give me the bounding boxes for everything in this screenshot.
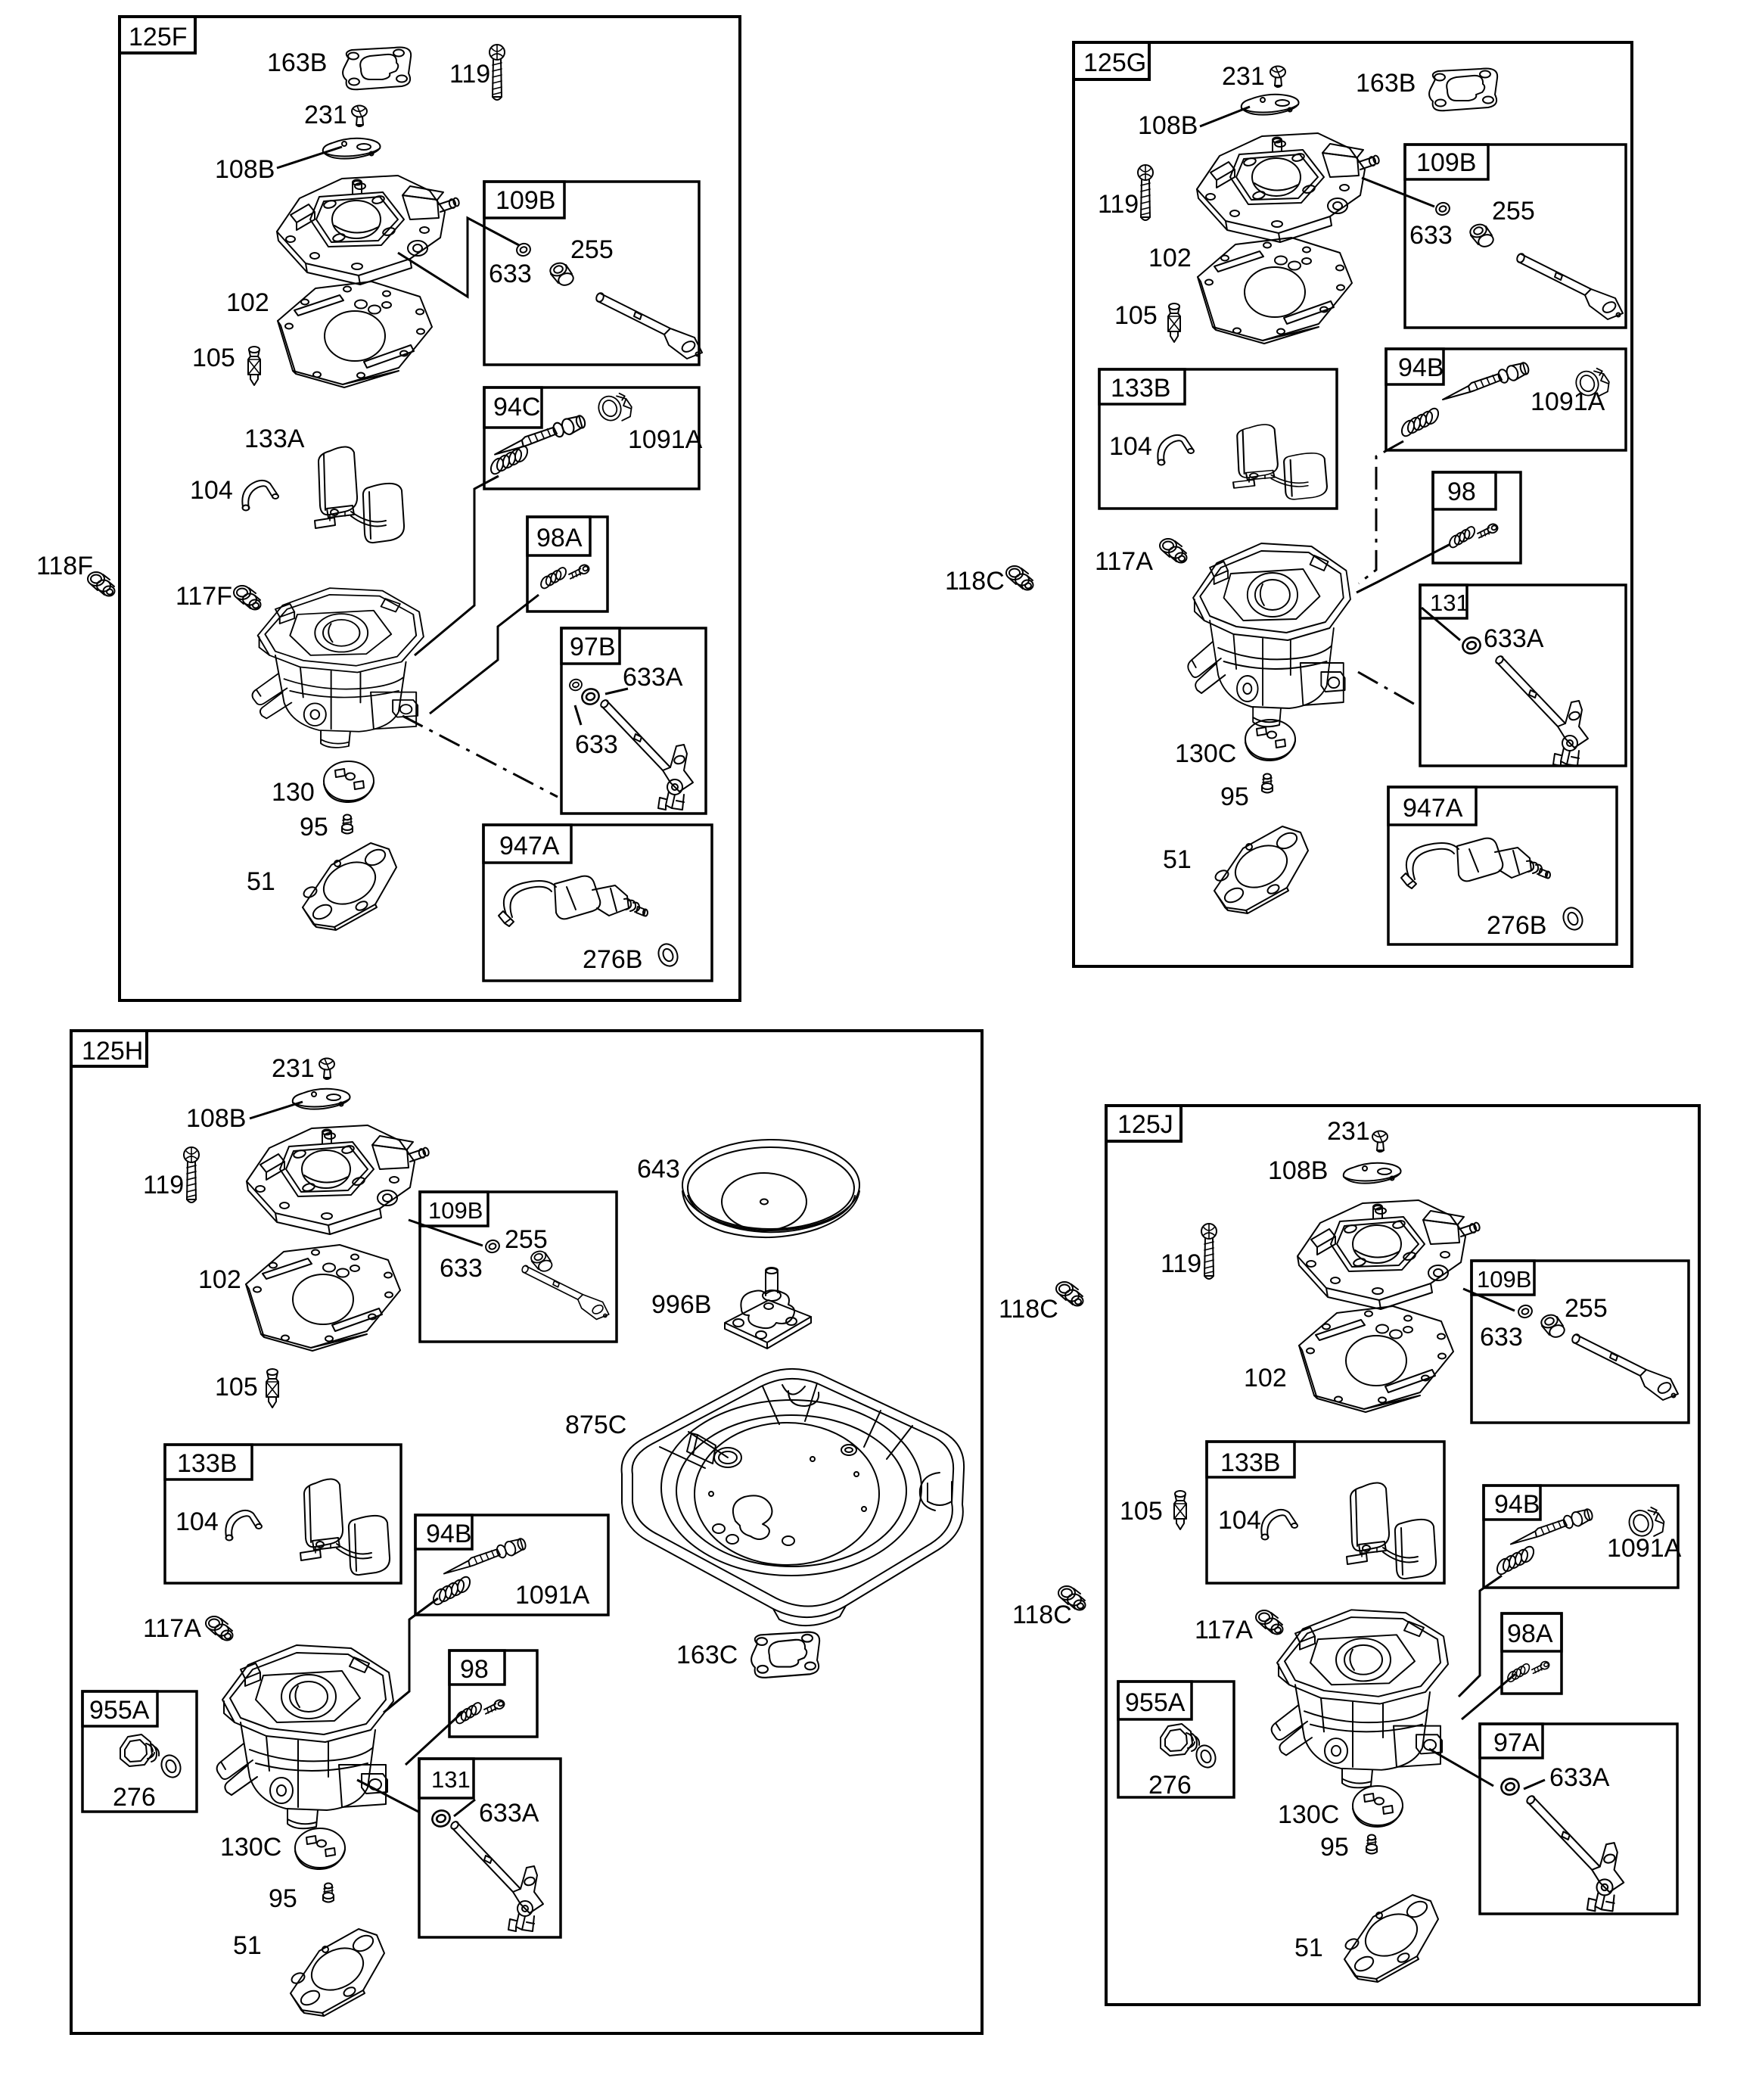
svg-text:95: 95 xyxy=(269,1884,297,1913)
svg-text:1091A: 1091A xyxy=(628,425,703,454)
svg-text:102: 102 xyxy=(1244,1364,1287,1392)
svg-text:131: 131 xyxy=(431,1766,471,1793)
svg-text:119: 119 xyxy=(143,1171,184,1199)
svg-text:231: 231 xyxy=(1222,62,1265,91)
svg-text:276B: 276B xyxy=(1487,911,1546,940)
svg-text:163B: 163B xyxy=(267,48,327,77)
svg-text:255: 255 xyxy=(505,1225,548,1254)
svg-text:119: 119 xyxy=(449,60,490,89)
svg-text:108B: 108B xyxy=(1138,111,1198,140)
svg-text:105: 105 xyxy=(192,344,235,372)
svg-text:118F: 118F xyxy=(36,552,93,580)
svg-text:109B: 109B xyxy=(496,186,555,215)
svg-text:104: 104 xyxy=(1109,432,1152,461)
svg-text:276: 276 xyxy=(113,1783,156,1812)
svg-text:633A: 633A xyxy=(479,1799,539,1828)
svg-text:102: 102 xyxy=(1148,244,1192,272)
svg-text:117A: 117A xyxy=(1195,1616,1253,1644)
svg-text:633: 633 xyxy=(489,260,532,288)
svg-text:133B: 133B xyxy=(1220,1448,1280,1477)
svg-text:231: 231 xyxy=(1327,1117,1370,1146)
svg-text:947A: 947A xyxy=(1403,794,1463,823)
svg-text:117F: 117F xyxy=(176,582,232,611)
svg-text:131: 131 xyxy=(1430,590,1469,616)
svg-text:1091A: 1091A xyxy=(1607,1534,1682,1563)
svg-text:117A: 117A xyxy=(1095,547,1153,576)
svg-text:231: 231 xyxy=(304,101,347,129)
svg-text:276B: 276B xyxy=(583,945,642,974)
svg-text:105: 105 xyxy=(215,1373,258,1402)
svg-text:98: 98 xyxy=(1447,478,1476,506)
svg-text:108B: 108B xyxy=(1268,1156,1328,1185)
svg-text:947A: 947A xyxy=(499,832,560,860)
svg-text:95: 95 xyxy=(300,813,328,842)
svg-text:163C: 163C xyxy=(676,1641,738,1669)
svg-text:102: 102 xyxy=(198,1265,241,1294)
svg-text:117A: 117A xyxy=(143,1614,201,1643)
svg-text:1091A: 1091A xyxy=(515,1581,590,1610)
svg-text:125H: 125H xyxy=(82,1037,143,1066)
svg-text:94B: 94B xyxy=(426,1520,472,1548)
svg-text:125J: 125J xyxy=(1117,1110,1173,1139)
svg-text:104: 104 xyxy=(190,476,233,505)
svg-text:51: 51 xyxy=(233,1931,262,1960)
svg-text:105: 105 xyxy=(1120,1497,1163,1526)
svg-text:133B: 133B xyxy=(177,1449,237,1478)
svg-text:633: 633 xyxy=(1409,221,1453,250)
svg-text:130: 130 xyxy=(272,778,315,807)
svg-text:125F: 125F xyxy=(129,23,188,51)
svg-text:51: 51 xyxy=(247,867,275,896)
svg-text:133B: 133B xyxy=(1111,374,1170,403)
svg-text:98A: 98A xyxy=(536,524,583,552)
svg-text:94B: 94B xyxy=(1494,1490,1540,1519)
svg-text:276: 276 xyxy=(1148,1771,1192,1800)
svg-text:255: 255 xyxy=(1565,1294,1608,1323)
svg-text:955A: 955A xyxy=(89,1696,150,1725)
svg-text:94C: 94C xyxy=(493,393,540,422)
svg-text:109B: 109B xyxy=(1477,1266,1531,1293)
svg-text:955A: 955A xyxy=(1125,1688,1186,1717)
svg-text:95: 95 xyxy=(1220,782,1249,811)
svg-text:633A: 633A xyxy=(1549,1763,1610,1792)
svg-text:98A: 98A xyxy=(1507,1619,1553,1648)
svg-text:118C: 118C xyxy=(1012,1601,1072,1629)
svg-text:108B: 108B xyxy=(186,1104,246,1133)
svg-text:130C: 130C xyxy=(1278,1800,1339,1829)
svg-text:633: 633 xyxy=(440,1254,483,1283)
svg-text:130C: 130C xyxy=(1175,739,1236,768)
svg-text:94B: 94B xyxy=(1398,353,1444,382)
svg-text:231: 231 xyxy=(272,1054,315,1083)
svg-text:633A: 633A xyxy=(623,663,683,692)
svg-text:118C: 118C xyxy=(945,567,1005,596)
svg-text:51: 51 xyxy=(1294,1934,1323,1962)
svg-text:98: 98 xyxy=(460,1655,489,1684)
svg-text:255: 255 xyxy=(1492,197,1535,226)
svg-text:1091A: 1091A xyxy=(1531,387,1605,416)
svg-text:633: 633 xyxy=(575,730,618,759)
svg-text:633: 633 xyxy=(1480,1323,1523,1352)
svg-text:97A: 97A xyxy=(1493,1728,1540,1757)
svg-text:109B: 109B xyxy=(1416,148,1476,177)
svg-text:95: 95 xyxy=(1320,1833,1349,1862)
svg-text:104: 104 xyxy=(176,1507,219,1536)
svg-text:108B: 108B xyxy=(215,155,275,184)
svg-text:255: 255 xyxy=(570,235,614,264)
svg-text:633A: 633A xyxy=(1484,624,1544,653)
svg-text:163B: 163B xyxy=(1356,69,1416,98)
svg-text:119: 119 xyxy=(1161,1249,1201,1278)
svg-text:125G: 125G xyxy=(1083,48,1146,77)
svg-text:118C: 118C xyxy=(999,1295,1058,1324)
svg-text:130C: 130C xyxy=(220,1833,281,1862)
svg-text:109B: 109B xyxy=(428,1197,483,1224)
svg-text:996B: 996B xyxy=(651,1290,711,1319)
svg-text:97B: 97B xyxy=(570,633,616,661)
svg-text:643: 643 xyxy=(637,1155,680,1184)
svg-text:51: 51 xyxy=(1163,845,1192,874)
svg-text:133A: 133A xyxy=(244,425,305,453)
svg-text:102: 102 xyxy=(226,288,269,317)
svg-text:104: 104 xyxy=(1218,1506,1261,1535)
svg-text:105: 105 xyxy=(1114,301,1158,330)
svg-text:119: 119 xyxy=(1098,190,1139,219)
svg-text:875C: 875C xyxy=(565,1411,626,1439)
